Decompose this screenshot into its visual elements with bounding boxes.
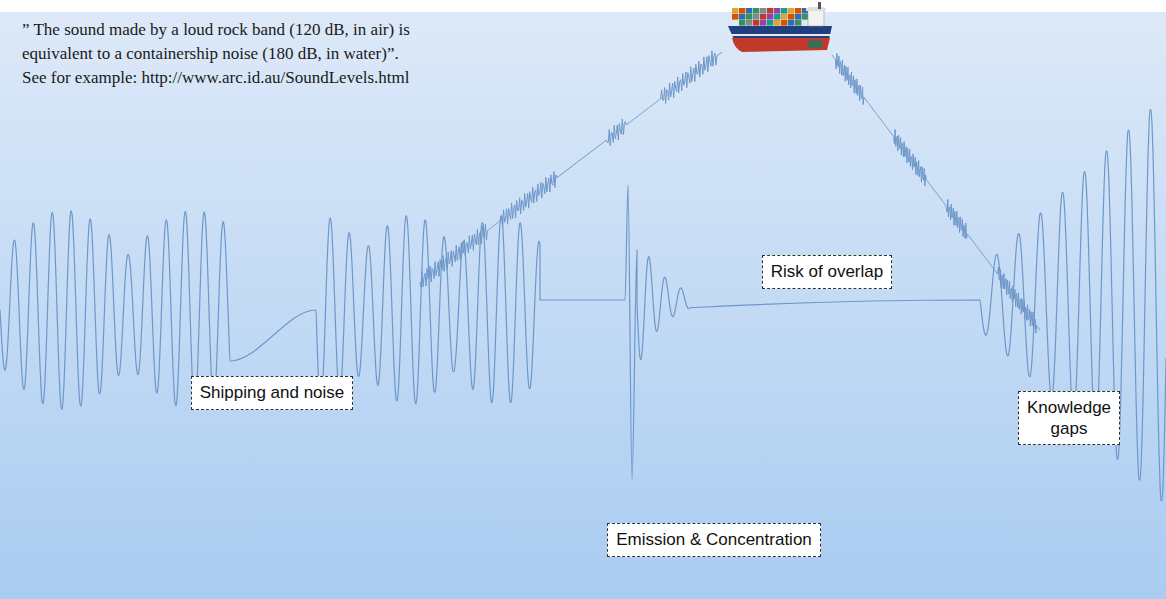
ship-noise-wave [420,51,722,288]
container-box [739,20,745,26]
container-box [767,8,773,14]
ship-noise-wave [832,53,1040,333]
container-box [781,14,787,20]
ship-containers [732,8,808,26]
container-box [795,20,801,26]
container-box [795,14,801,20]
topic-box: Risk of overlap [762,255,892,288]
container-box [739,8,745,14]
container-box [753,14,759,20]
container-box [774,20,780,26]
container-box [788,14,794,20]
container-box [739,14,745,20]
container-box [760,8,766,14]
water-background [0,12,1166,599]
topic-label: Knowledge gaps [1027,397,1111,440]
quote-note: See for example: http://www.arc.id.au/So… [22,66,502,90]
topic-label: Shipping and noise [200,382,345,403]
container-box [781,20,787,26]
container-box [746,20,752,26]
container-box [788,8,794,14]
ship-mast [818,2,821,9]
topic-box: Emission & Concentration [607,523,821,556]
container-ship [728,2,832,52]
container-box [767,14,773,20]
container-box [774,14,780,20]
topic-label: Emission & Concentration [616,529,812,550]
container-box [788,20,794,26]
noise-wave [0,110,1166,501]
container-box [760,20,766,26]
container-box [767,20,773,26]
container-box [795,8,801,14]
quote-note: ” The sound made by a loud rock band (12… [22,18,468,66]
container-box [781,8,787,14]
container-box [732,8,738,14]
ship-propeller [808,40,822,48]
container-box [774,8,780,14]
container-box [760,14,766,20]
container-box [802,14,808,20]
container-box [753,8,759,14]
topic-box: Shipping and noise [191,376,354,409]
topic-label: Risk of overlap [771,261,883,282]
ship-bridge-top [806,8,826,11]
ship-bottom [732,38,830,52]
container-box [732,14,738,20]
ship-stripe [728,34,832,36]
topic-box: Knowledge gaps [1018,391,1120,446]
container-box [746,8,752,14]
container-box [753,20,759,26]
sound-waves [0,51,1166,501]
container-box [746,14,752,20]
